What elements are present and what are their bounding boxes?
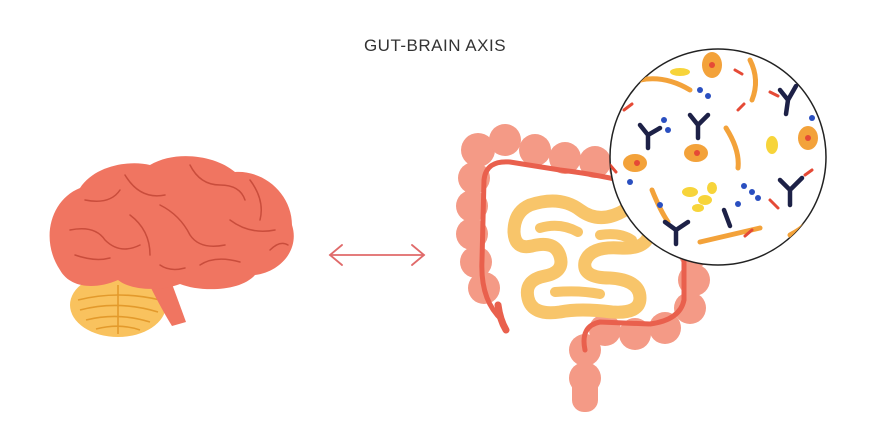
- brain-folds: [69, 164, 289, 271]
- double-arrow-icon: [328, 244, 426, 266]
- microbiome-icon: [609, 48, 827, 266]
- cerebrum: [49, 156, 294, 290]
- brain-icon: [49, 156, 294, 337]
- diagram-title: GUT-BRAIN AXIS: [363, 36, 507, 55]
